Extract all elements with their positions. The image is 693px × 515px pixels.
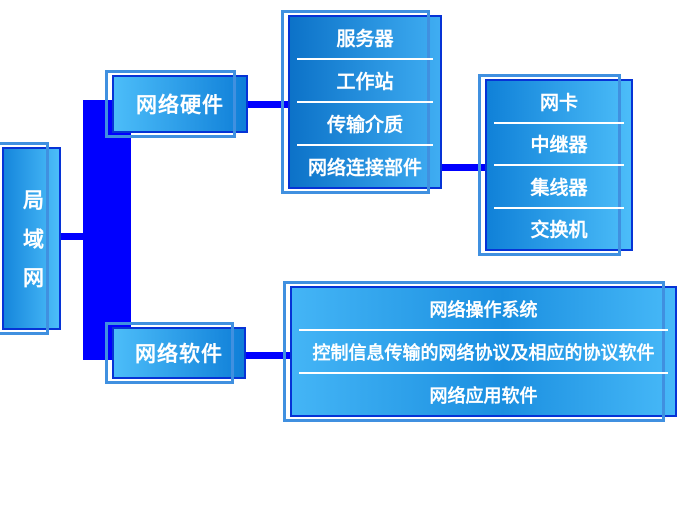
hardware-branch-connector	[246, 101, 292, 108]
connection-parts-connector	[440, 164, 489, 171]
row-divider	[297, 58, 433, 60]
hardware-label: 网络硬件	[136, 94, 224, 117]
connection-parts-box: 网卡 中继器 集线器 交换机	[478, 74, 633, 256]
software-box: 网络软件	[105, 322, 246, 384]
hardware-component-item: 传输介质	[326, 115, 403, 136]
row-divider	[494, 164, 624, 166]
row-divider	[494, 206, 624, 209]
row-divider	[299, 329, 668, 331]
row-divider	[299, 372, 668, 374]
connection-part-item: 集线器	[530, 177, 588, 199]
row-divider	[297, 144, 433, 146]
hardware-components-box: 服务器 工作站 传输介质 网络连接部件	[281, 10, 442, 194]
tree-vertical-bar	[83, 100, 131, 360]
connection-part-item: 中继器	[530, 135, 588, 157]
hardware-component-item: 网络连接部件	[307, 158, 422, 179]
hardware-component-item: 工作站	[336, 72, 394, 93]
software-component-item: 控制信息传输的网络协议及相应的协议软件	[312, 342, 655, 363]
hardware-component-item: 服务器	[336, 29, 394, 50]
lan-root-label: 局域网	[20, 189, 44, 306]
row-divider	[494, 121, 624, 124]
software-component-item: 网络操作系统	[429, 299, 538, 320]
software-component-item: 网络应用软件	[429, 385, 538, 406]
software-label: 网络软件	[135, 343, 223, 366]
lan-branch-connector	[58, 233, 83, 240]
software-components-box: 网络操作系统 控制信息传输的网络协议及相应的协议软件 网络应用软件	[283, 281, 677, 422]
connection-part-item: 网卡	[539, 92, 578, 114]
software-branch-connector	[244, 352, 294, 359]
lan-root-box: 局域网	[0, 142, 61, 335]
hardware-box: 网络硬件	[105, 70, 248, 138]
connection-part-item: 交换机	[530, 220, 588, 242]
row-divider	[297, 101, 433, 103]
